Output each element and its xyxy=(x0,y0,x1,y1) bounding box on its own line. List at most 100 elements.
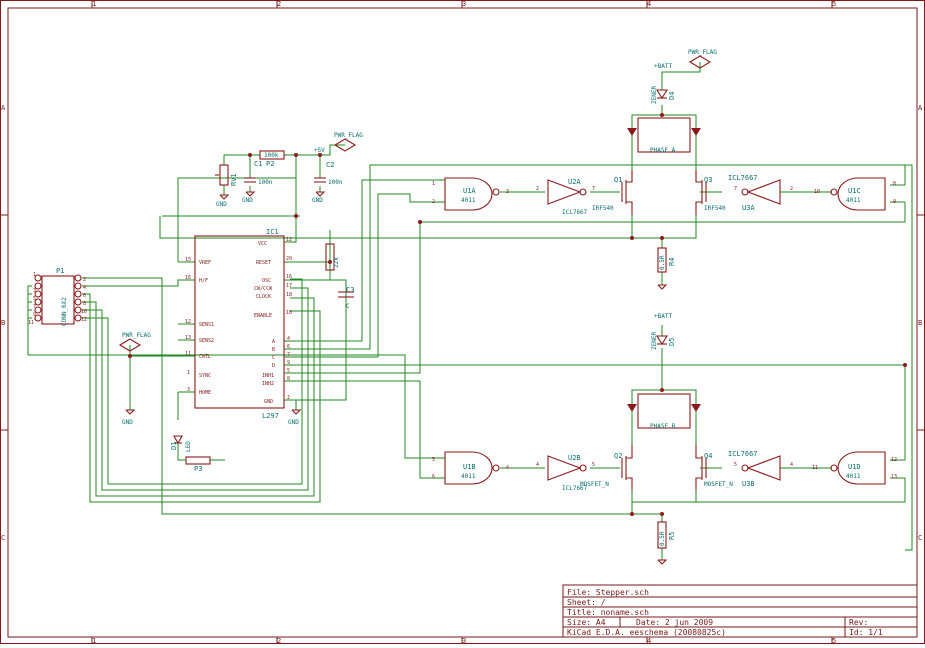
grid-col-3-top: 3 xyxy=(462,0,466,8)
p2-value: 100k xyxy=(264,152,279,159)
tb-date: Date: 2 jun 2009 xyxy=(636,618,713,627)
gnd-2: GND xyxy=(242,197,253,204)
p1-value: CONN_6X2 xyxy=(61,297,68,326)
q1-ref: Q1 xyxy=(614,176,622,184)
u1d-value: 4011 xyxy=(846,473,861,480)
grid-col-5-top: 5 xyxy=(832,0,836,8)
tb-rev: Rev: xyxy=(849,618,868,627)
u1d-pin-12: 12 xyxy=(891,457,897,463)
zener-d5: D5 ZENER xyxy=(651,332,676,350)
grid-row-c-left: C xyxy=(1,534,5,542)
r5-ref: R5 xyxy=(668,532,676,540)
u1a-pin-3: 3 xyxy=(506,189,509,195)
u1b-pin-4: 4 xyxy=(506,465,509,471)
u2b-pin-5: 5 xyxy=(592,462,595,468)
nand-u1c: U1C 4011 8 9 10 xyxy=(814,177,896,211)
d1-value: LED xyxy=(185,441,192,452)
p1-pin-12: 12 xyxy=(81,317,87,323)
ic1-pin-reset: RESET xyxy=(256,260,271,266)
ic1-pin-b: B xyxy=(272,347,275,353)
d4-value: ZENER xyxy=(651,86,658,104)
u1c-ref: U1C xyxy=(848,187,861,195)
ic1-pnum-1: 1 xyxy=(187,370,190,376)
ic1-pin-sens1: SENS1 xyxy=(199,322,214,328)
gnd-5: GND xyxy=(122,419,133,426)
u1c-pin-10: 10 xyxy=(814,189,820,195)
p1-pin-4: 4 xyxy=(83,285,86,291)
u3a-pin-2: 2 xyxy=(790,186,793,192)
sense-resistor-r5: 0.5R R5 xyxy=(657,521,676,549)
ic1-pnum-r16: 16 xyxy=(286,274,292,280)
u2a-value: ICL7667 xyxy=(562,209,588,216)
p1-ref: P1 xyxy=(56,267,64,275)
tb-tool: KiCad E.D.A. eeschema (20080825c) xyxy=(567,628,726,637)
mosfet-q2: Q2 MOSFET_N xyxy=(580,445,633,490)
u1b-pin-5: 5 xyxy=(432,457,435,463)
c2-value: 100n xyxy=(328,179,343,186)
u1c-pin-8: 8 xyxy=(893,181,896,187)
u1a-pin-2: 2 xyxy=(432,199,435,205)
d1-ref: D1 xyxy=(170,442,178,450)
ic1-pin-a: A xyxy=(272,339,275,345)
ic-l297: IC1 L297 VREF H/F SENS1 SENS2 CNTL SYNC … xyxy=(185,228,292,420)
p1-pin-7: 7 xyxy=(33,304,36,310)
p1-pin-10: 10 xyxy=(81,309,87,315)
ic1-pin-sens2: SENS2 xyxy=(199,338,214,344)
ic1-pin-clock: CLOCK xyxy=(256,294,271,300)
tb-title: Title: noname.sch xyxy=(567,608,649,617)
driver-u3a: ICL7667 U3A 2 7 xyxy=(728,174,793,212)
motor-coils-bottom: PHASE B xyxy=(627,393,701,430)
driver-u2b: U2B ICL7667 4 5 xyxy=(536,454,595,492)
d5-value: ZENER xyxy=(651,332,658,350)
nand-u1a: U1A 4011 1 2 3 xyxy=(432,177,509,211)
ic1-pnum-r12: 12 xyxy=(286,237,292,243)
ic1-pnum-8: 8 xyxy=(287,376,290,382)
p1-pin-1: 1 xyxy=(33,272,36,278)
tb-file: File: Stepper.sch xyxy=(567,588,649,597)
ic1-pnum-17: 17 xyxy=(286,283,292,289)
u2a-ref: U2A xyxy=(568,178,581,186)
u1a-pin-1: 1 xyxy=(432,181,435,187)
zener-d4: D4 ZENER xyxy=(651,86,676,104)
r5-value: 0.5R xyxy=(659,531,666,546)
tb-size: Size: A4 xyxy=(567,618,606,627)
u2a-pin-2: 2 xyxy=(536,186,539,192)
p1-pin-9: 9 xyxy=(33,312,36,318)
p2-ref: P2 xyxy=(266,160,274,168)
ic1-pin-cwccw: CW/CCW xyxy=(254,286,273,292)
p1-pin-8: 8 xyxy=(83,301,86,307)
ic1-pnum-2: 2 xyxy=(287,395,290,401)
u1b-pin-6: 6 xyxy=(432,474,435,480)
vcc-label: +5V xyxy=(314,147,325,154)
c1-ref: C1 xyxy=(254,160,262,168)
u1c-pin-9: 9 xyxy=(893,199,896,205)
ic1-pnum-4: 4 xyxy=(287,336,290,342)
r4-value: 0.5R xyxy=(659,255,666,270)
ic1-pnum-16: 16 xyxy=(185,275,191,281)
ic1-pnum-13: 13 xyxy=(185,335,191,341)
ic1-pnum-7: 7 xyxy=(287,352,290,358)
u2b-value: ICL7667 xyxy=(562,485,588,492)
u3b-pin-4: 4 xyxy=(790,462,793,468)
driver-u3b: ICL7667 U3B 4 5 xyxy=(728,450,793,488)
p1-pin-6: 6 xyxy=(83,293,86,299)
u3a-ref: U3A xyxy=(742,204,755,212)
grid-row-c-right: C xyxy=(918,534,922,542)
rv1-ref: RV1 xyxy=(230,173,238,186)
ic1-pin-d: D xyxy=(272,363,275,369)
grid-col-3-bottom: 3 xyxy=(462,637,466,644)
p1-pin-11: 11 xyxy=(28,320,34,326)
ic1-pnum-3: 3 xyxy=(187,387,190,393)
ic1-pin-hf: H/F xyxy=(199,278,208,284)
tb-id: Id: 1/1 xyxy=(849,628,883,637)
gnd-4: GND xyxy=(288,419,299,426)
ic1-pin-gnd: GND xyxy=(264,399,273,405)
c3-value: C xyxy=(346,303,350,310)
ic1-pnum-6: 6 xyxy=(287,344,290,350)
q2-ref: Q2 xyxy=(614,452,622,460)
sense-resistor-r4: 0.5R R4 xyxy=(657,247,676,273)
u2b-pin-4: 4 xyxy=(536,462,539,468)
c3-ref: C3 xyxy=(346,286,354,294)
motor-label-top: PHASE A xyxy=(650,147,676,154)
ic1-pin-sync: SYNC xyxy=(199,373,211,379)
